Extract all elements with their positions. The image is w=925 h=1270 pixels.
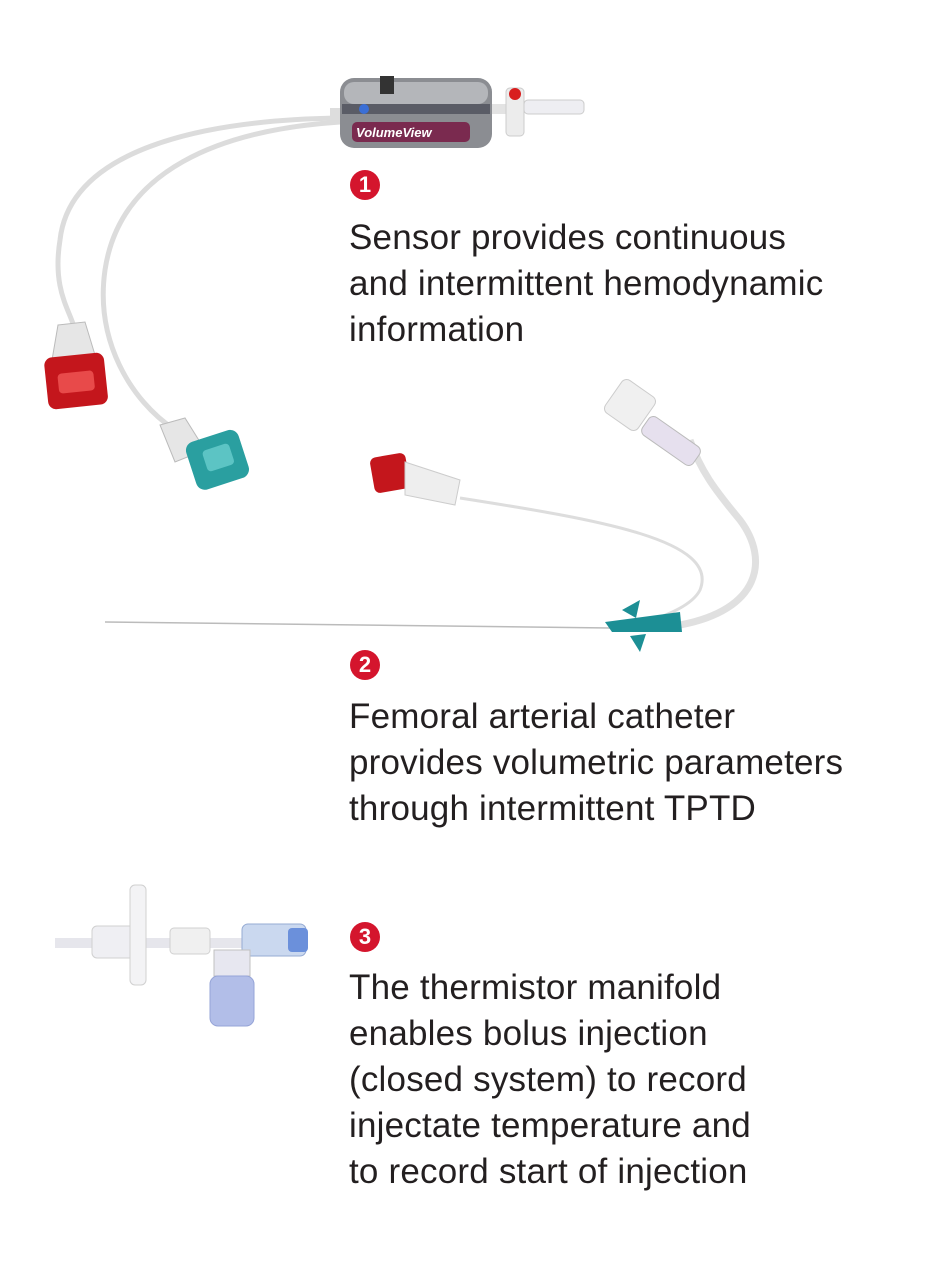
caption-line: The thermistor manifold [349,968,722,1007]
thermistor-manifold [55,884,308,1027]
caption-sensor: Sensor provides continuous and intermitt… [349,215,823,353]
red-connector-1 [44,321,108,410]
sensor-logo: VolumeView [356,125,433,140]
femoral-arterial-catheter [104,379,759,652]
caption-line: and intermittent hemodynamic [349,264,824,303]
teal-connector [159,417,250,490]
caption-line: injectate temperature and [349,1106,751,1145]
step-badge-1: 1 [350,170,380,200]
sensor-cables [55,115,343,433]
caption-line: Sensor provides continuous [349,218,787,257]
step-badge-2: 2 [350,650,380,680]
caption-line: information [349,310,525,349]
step-badge-3: 3 [350,922,380,952]
caption-line: through intermittent TPTD [349,789,757,828]
caption-line: to record start of injection [349,1152,748,1191]
caption-line: Femoral arterial catheter [349,697,736,736]
caption-line: enables bolus injection [349,1014,708,1053]
caption-line: provides volumetric parameters [349,743,844,782]
caption-line: (closed system) to record [349,1060,747,1099]
volumeview-sensor: VolumeView [330,76,585,148]
caption-manifold: The thermistor manifold enables bolus in… [349,965,751,1195]
caption-catheter: Femoral arterial catheter provides volum… [349,694,843,832]
